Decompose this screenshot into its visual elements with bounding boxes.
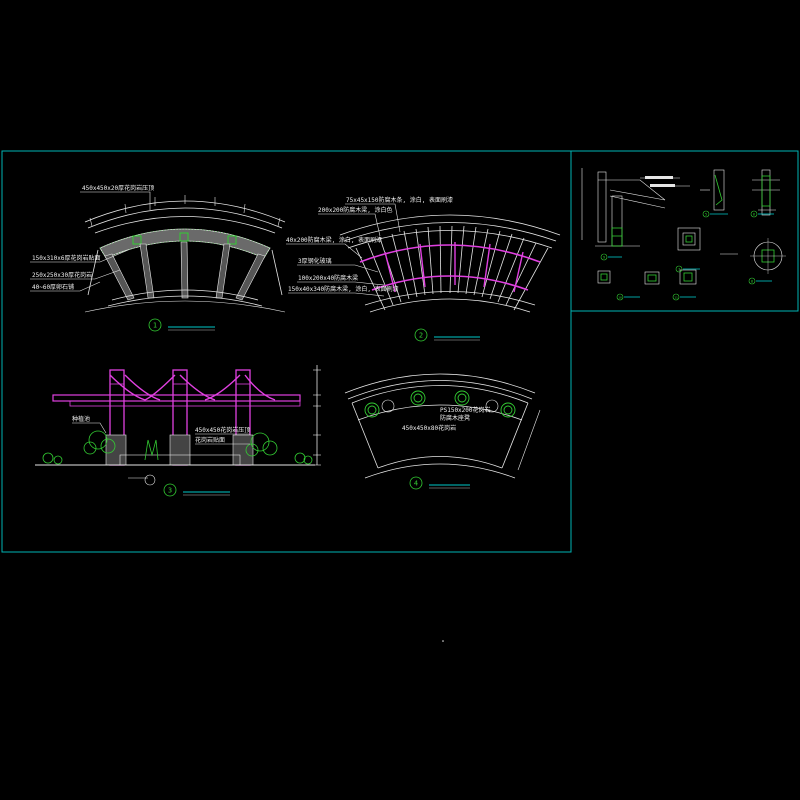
view2-label-2: 40x200防腐木梁, 涂白, 表面刷漆 <box>286 236 382 244</box>
detail-sheet-drawings: 5 6 7 8 9 10 11 <box>581 168 786 301</box>
detail-number-7: 7 <box>678 268 680 272</box>
view2-label-5: 150x40x340防腐木梁, 涂白, 表面刷漆 <box>288 285 399 293</box>
view4-label-2: 450x450x80花岗岩 <box>402 424 456 432</box>
view4-bench-plan-drawing: PS150x200花岗岩 防腐木座凳 450x450x80花岗岩 4 <box>344 373 541 490</box>
view3-label-2: 花岗岩贴面 <box>195 436 225 444</box>
detail-number-10: 10 <box>618 296 622 300</box>
view3-label-1: 450x450花岗岩压顶 <box>195 426 250 434</box>
view1-label-3: 40~60厚卵石铺 <box>32 283 74 291</box>
view3-number: 3 <box>168 487 172 495</box>
view1-label-1: 150x310x6厚花岗岩贴面 <box>32 254 101 262</box>
detail-number-6: 6 <box>753 213 755 217</box>
detail-number-8: 8 <box>751 280 753 284</box>
view1-plan-drawing: 450x450x20厚花岗岩压顶 150x310x6厚花岗岩贴面 250x250… <box>30 184 286 332</box>
view2-label-3: 3厚钢化玻璃 <box>298 257 332 265</box>
detail-sheet-frame <box>570 150 799 312</box>
view3-label-0: 种植池 <box>72 415 90 423</box>
view1-label-2: 250x250x30厚花岗岩 <box>32 271 92 279</box>
view4-number: 4 <box>414 480 418 488</box>
view2-number: 2 <box>419 332 423 340</box>
detail-number-5: 5 <box>705 213 707 217</box>
view2-label-0: 75x45x150防腐木条, 涂白, 表面刷漆 <box>346 196 453 204</box>
view4-label-0: PS150x200花岗岩 <box>440 406 491 414</box>
view2-roof-plan-drawing: 75x45x150防腐木条, 涂白, 表面刷漆 200x200防腐木梁, 涂白色… <box>286 196 561 342</box>
detail-number-9: 9 <box>603 256 605 260</box>
main-sheet-frame <box>1 150 572 553</box>
view3-elevation-drawing: 种植池 450x450花岗岩压顶 花岗岩贴面 3 <box>35 365 321 497</box>
view2-label-1: 200x200防腐木梁, 涂白色 <box>318 206 393 214</box>
view1-label-0: 450x450x20厚花岗岩压顶 <box>82 184 154 192</box>
view2-label-4: 100x200x40防腐木梁 <box>298 274 358 282</box>
view4-label-1: 防腐木座凳 <box>440 414 470 422</box>
detail-number-11: 11 <box>674 296 678 300</box>
view1-number: 1 <box>153 322 157 330</box>
